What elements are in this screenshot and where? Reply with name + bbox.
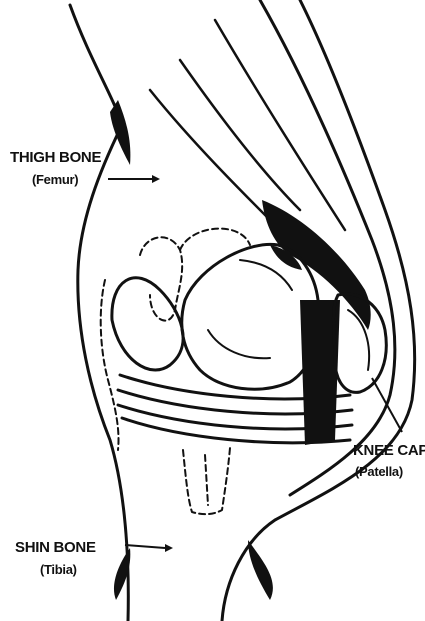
thigh-bone-label: THIGH BONE (10, 149, 101, 166)
femur (101, 229, 319, 450)
patella-label: (Patella) (355, 464, 403, 479)
leg-outline (70, 0, 415, 621)
tibia-label: (Tibia) (40, 562, 77, 577)
thigh-shadow (110, 100, 130, 165)
knee-cap-label: KNEE CAP (353, 442, 425, 459)
shin-bone-label: SHIN BONE (15, 539, 96, 556)
ligament-bands (118, 300, 352, 445)
shin-pointer (125, 545, 165, 548)
tibia (183, 448, 230, 514)
label-pointers (108, 175, 402, 552)
femur-label: (Femur) (32, 172, 78, 187)
